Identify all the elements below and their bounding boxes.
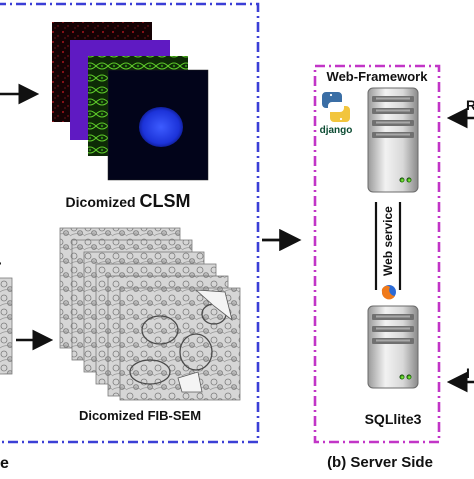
fibsem-caption: Dicomized FIB-SEM (79, 408, 201, 423)
firefox-icon (381, 285, 396, 300)
database-server-icon (367, 305, 419, 389)
fibsem-image-stack (59, 227, 241, 401)
left-caption-fragment: e (0, 455, 9, 472)
web-service-label: Web service (381, 206, 395, 276)
left-panel-border (0, 2, 260, 444)
sqlite-label: SQLlite3 (365, 411, 422, 427)
right-fragment-top: R (466, 97, 474, 113)
server-icon (367, 87, 419, 193)
clsm-image-stack (52, 22, 209, 181)
django-logo-icon: django (320, 125, 353, 136)
server-panel: Web-Framework django Web (313, 64, 441, 444)
left-panel (0, 2, 260, 444)
python-logo-icon (322, 92, 350, 122)
web-framework-title: Web-Framework (327, 69, 429, 84)
server-side-caption: (b) Server Side (327, 454, 433, 471)
server-panel-border (313, 64, 441, 444)
nucleus-shape (139, 107, 183, 147)
svg-text:·: · (0, 255, 3, 271)
clsm-caption: Dicomized CLSM (66, 191, 191, 211)
web-service-link (374, 202, 402, 290)
partial-sem-image (0, 277, 13, 375)
right-fragment-bottom: I (466, 365, 470, 381)
